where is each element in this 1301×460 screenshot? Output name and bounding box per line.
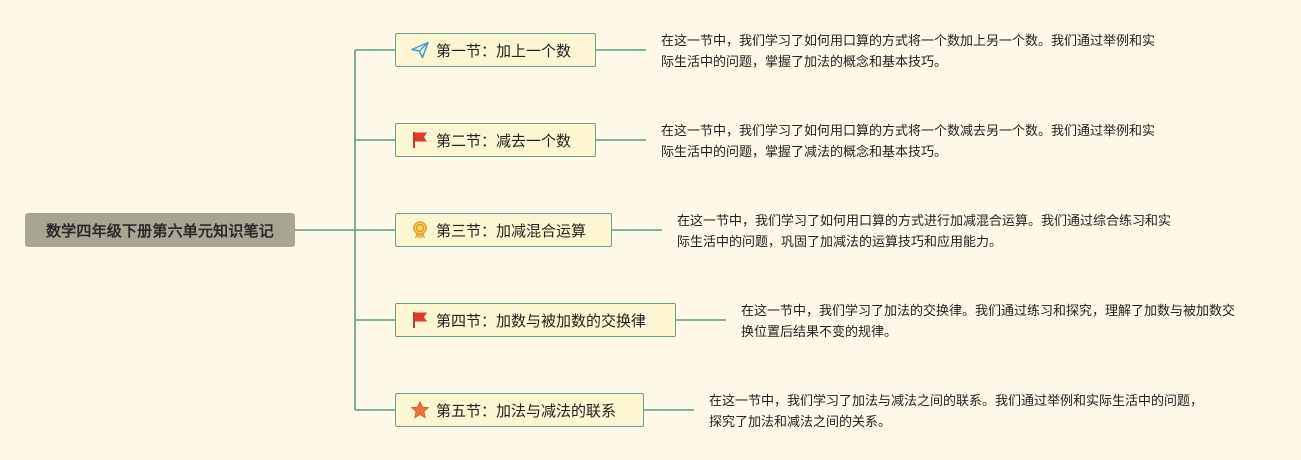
- description-section-4: 在这一节中，我们学习了加法的交换律。我们通过练习和探究，理解了加数与被加数交换位…: [741, 304, 1236, 340]
- topic-label: 第五节：加法与减法的联系: [436, 401, 617, 420]
- description-section-3: 在这一节中，我们学习了如何用口算的方式进行加减混合运算。我们通过综合练习和实际生…: [677, 214, 1172, 250]
- topic-label: 第三节：加减混合运算: [436, 221, 587, 240]
- description-section-5: 在这一节中，我们学习了加法与减法之间的联系。我们通过举例和实际生活中的问题，探究…: [709, 394, 1204, 430]
- topic-label: 第二节：减去一个数: [436, 131, 572, 150]
- topic-section-3[interactable]: 第三节：加减混合运算: [395, 213, 612, 247]
- root-topic[interactable]: 数学四年级下册第六单元知识笔记: [25, 213, 295, 247]
- topic-section-2[interactable]: 第二节：减去一个数: [395, 123, 596, 157]
- red-flag-icon: [410, 310, 430, 330]
- star-icon: [410, 400, 430, 420]
- topic-section-4[interactable]: 第四节：加数与被加数的交换律: [395, 303, 676, 337]
- topic-section-5[interactable]: 第五节：加法与减法的联系: [395, 393, 644, 427]
- root-topic-label: 数学四年级下册第六单元知识笔记: [45, 221, 274, 240]
- red-flag-icon: [410, 130, 430, 150]
- topic-label: 第一节：加上一个数: [436, 41, 572, 60]
- topic-label: 第四节：加数与被加数的交换律: [436, 311, 647, 330]
- topic-section-1[interactable]: 第一节：加上一个数: [395, 33, 596, 67]
- award-ribbon-icon: [410, 220, 430, 240]
- description-section-2: 在这一节中，我们学习了如何用口算的方式将一个数减去另一个数。我们通过举例和实际生…: [661, 124, 1156, 160]
- paper-plane-icon: [410, 40, 430, 60]
- description-section-1: 在这一节中，我们学习了如何用口算的方式将一个数加上另一个数。我们通过举例和实际生…: [661, 34, 1156, 70]
